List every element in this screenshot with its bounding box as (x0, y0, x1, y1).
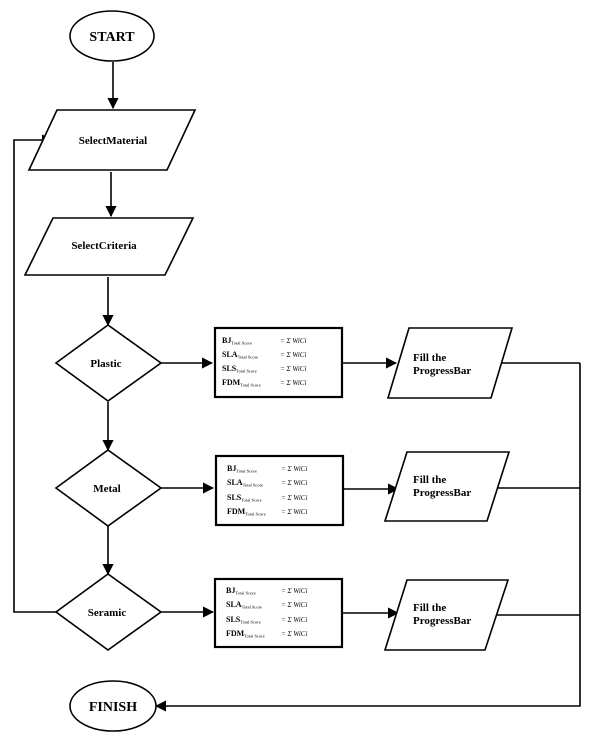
edge-loop-back (13, 134, 57, 613)
score-name: SLS (222, 364, 237, 373)
score-name: BJ (226, 586, 235, 595)
score-formula: = Σ WiCi (281, 630, 307, 638)
start-label: START (89, 30, 135, 45)
select-criteria-label: SelectCriteria (71, 240, 137, 252)
score-formula: = Σ WiCi (280, 365, 306, 373)
score-name: SLA (227, 478, 243, 487)
score-formula: = Σ WiCi (281, 601, 307, 609)
score-formula: = Σ WiCi (281, 616, 307, 624)
select-material-label: SelectMaterial (79, 135, 147, 147)
score-sub: Total Score (243, 483, 264, 488)
fill-progress-bar-node-1: Fill the ProgressBar (386, 327, 514, 399)
score-row: SLSTotal Score = Σ WiCi (226, 615, 307, 625)
svg-text:SLATotal Score: SLATotal Score (227, 478, 263, 488)
score-sub: Total Score (231, 341, 252, 346)
score-row: FDMTotal Score = Σ WiCi (227, 507, 307, 517)
svg-text:BJTotal Score: BJTotal Score (227, 464, 257, 474)
score-row: SLSTotal Score = Σ WiCi (227, 493, 307, 503)
ceramic-label: Seramic (88, 607, 127, 619)
svg-text:SLSTotal Score: SLSTotal Score (222, 364, 257, 374)
score-sub: Total Score (240, 620, 261, 625)
score-formula: = Σ WiCi (280, 379, 306, 387)
edges (13, 62, 581, 712)
svg-text:SLATotal Score: SLATotal Score (222, 350, 258, 360)
score-sub: Total Score (238, 355, 259, 360)
metal-label: Metal (93, 483, 120, 495)
svg-text:SLATotal Score: SLATotal Score (226, 600, 262, 610)
svg-text:SLSTotal Score: SLSTotal Score (226, 615, 261, 625)
score-sub: Total Score (235, 591, 256, 596)
score-name: FDM (222, 378, 241, 387)
finish-label: FINISH (89, 700, 137, 715)
score-row: FDMTotal Score = Σ WiCi (226, 629, 307, 639)
score-sub: Total Score (242, 605, 263, 610)
select-material-node: SelectMaterial (27, 109, 197, 171)
score-formula: = Σ WiCi (280, 337, 306, 345)
finish-node: FINISH (69, 680, 157, 732)
score-row: SLATotal Score = Σ WiCi (226, 600, 307, 610)
select-criteria-node: SelectCriteria (23, 217, 195, 276)
progress-label-line1: Fill the (413, 474, 446, 486)
score-formula: = Σ WiCi (281, 494, 307, 502)
progress-label-line2: ProgressBar (413, 615, 471, 627)
progress-label-line2: ProgressBar (413, 487, 471, 499)
decision-plastic: Plastic (54, 324, 163, 402)
score-name: SLA (222, 350, 238, 359)
score-formula: = Σ WiCi (281, 479, 307, 487)
score-name: SLS (226, 615, 241, 624)
score-name: SLA (226, 600, 242, 609)
score-row: BJTotal Score = Σ WiCi (226, 586, 307, 596)
score-box-metal: BJTotal Score = Σ WiCi SLATotal Score = … (214, 454, 345, 527)
score-formula: = Σ WiCi (280, 351, 306, 359)
score-formula: = Σ WiCi (281, 508, 307, 516)
score-formula: = Σ WiCi (281, 587, 307, 595)
plastic-label: Plastic (90, 358, 121, 370)
svg-text:BJTotal Score: BJTotal Score (226, 586, 256, 596)
score-name: BJ (222, 336, 231, 345)
score-box-plastic: BJTotal Score = Σ WiCi SLATotal Score = … (213, 326, 344, 399)
score-formula: = Σ WiCi (281, 465, 307, 473)
start-node: START (69, 10, 155, 62)
progress-label-line2: ProgressBar (413, 365, 471, 377)
score-row: BJTotal Score = Σ WiCi (227, 464, 307, 474)
score-row: FDMTotal Score = Σ WiCi (222, 378, 306, 388)
svg-text:FDMTotal Score: FDMTotal Score (226, 629, 265, 639)
score-name: FDM (227, 507, 246, 516)
edge-to-finish (154, 363, 581, 712)
svg-text:BJTotal Score: BJTotal Score (222, 336, 252, 346)
score-box-ceramic: BJTotal Score = Σ WiCi SLATotal Score = … (213, 577, 344, 649)
svg-text:FDMTotal Score: FDMTotal Score (222, 378, 261, 388)
score-row: SLSTotal Score = Σ WiCi (222, 364, 306, 374)
score-row: SLATotal Score = Σ WiCi (227, 478, 307, 488)
decision-metal: Metal (54, 449, 163, 527)
score-row: BJTotal Score = Σ WiCi (222, 336, 306, 346)
score-sub: Total Score (241, 498, 262, 503)
progress-label-line1: Fill the (413, 602, 446, 614)
svg-text:SLSTotal Score: SLSTotal Score (227, 493, 262, 503)
score-name: BJ (227, 464, 236, 473)
score-sub: Total Score (236, 369, 257, 374)
fill-progress-bar-node-3: Fill the ProgressBar (383, 579, 510, 651)
score-sub: Total Score (244, 634, 265, 639)
score-sub: Total Score (240, 383, 261, 388)
score-name: FDM (226, 629, 245, 638)
svg-text:FDMTotal Score: FDMTotal Score (227, 507, 266, 517)
score-sub: Total Score (236, 469, 257, 474)
score-row: SLATotal Score = Σ WiCi (222, 350, 306, 360)
score-name: SLS (227, 493, 242, 502)
score-sub: Total Score (245, 512, 266, 517)
progress-label-line1: Fill the (413, 352, 446, 364)
decision-ceramic: Seramic (54, 573, 163, 651)
fill-progress-bar-node-2: Fill the ProgressBar (383, 451, 511, 522)
